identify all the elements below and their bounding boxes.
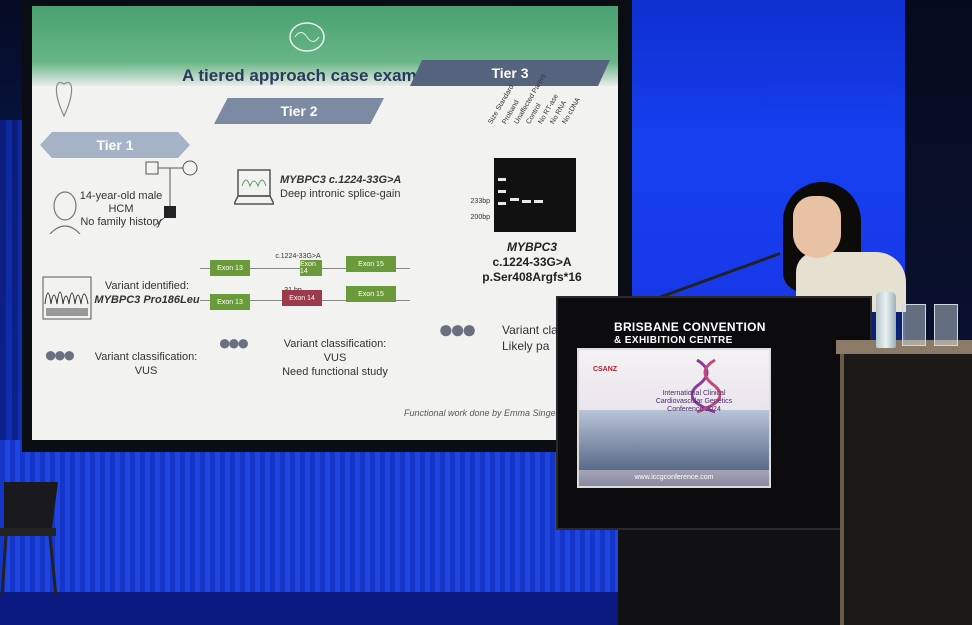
poster-title-line-1: International Clinical [662,390,726,397]
speaker-face [793,196,841,258]
people-icon: ●●● [44,342,76,367]
tier2-variant-desc: Deep intronic splice-gain [280,188,401,200]
gel-band [510,198,519,201]
podium-base [618,528,848,625]
people-icon: ●●● [218,330,250,355]
side-table [840,344,972,625]
tier-1-label: Tier 1 [40,132,190,158]
pedigree-icon [145,160,198,227]
conference-poster: CSANZ International Clinical Cardiovascu… [577,348,771,488]
variant-identified-label: Variant identified: [104,280,190,292]
gel-band [498,190,506,193]
exon-14-bottom: Exon 14 [282,290,322,306]
tier3-classification: Likely pa [502,339,550,353]
venue-name-line-2: & EXHIBITION CENTRE [614,335,733,346]
tier2-classification-note: Need functional study [282,366,388,378]
slide-title: A tiered approach case example [182,66,442,85]
poster-url: www.iccgconference.com [634,474,714,481]
chair [0,482,58,597]
presentation-slide: A tiered approach case example Tier 1 Ti… [32,6,618,440]
water-glass [902,304,926,346]
tier2-classification-label: Variant classification: [283,338,387,350]
tier3-gene: MYBPC3 [506,240,557,254]
stage-curtain [0,440,620,600]
water-glass [934,304,958,346]
patient-age: 14-year-old male [79,190,163,202]
gel-marker-200bp: 200bp [470,214,490,221]
patient-face-icon [49,191,81,234]
splice-label: c.1224-33G>A [275,253,321,260]
gel-marker-233bp: 233bp [470,198,490,205]
exon-14-top: Exon 14 [300,260,322,276]
poster-org: CSANZ [592,366,618,373]
tier2-variant: MYBPC3 c.1224-33G>A [280,174,402,186]
exon-13-top: Exon 13 [210,260,250,276]
laptop-icon [234,169,274,205]
tier3-classification-label: Variant cla [502,323,558,337]
slide-credit: Functional work done by Emma Singer and … [404,408,585,418]
tier-2-label: Tier 2 [214,98,384,124]
water-bottle [876,292,896,348]
gel-band [498,178,506,181]
venue-name-line-1: BRISBANE CONVENTION [614,320,766,334]
patient-diagnosis: HCM [108,203,134,215]
tier3-protein: p.Ser408Argfs*16 [482,270,582,284]
patient-history: No family history [80,216,162,228]
tier2-classification: VUS [323,352,347,364]
tier1-classification-label: Variant classification: [94,351,198,363]
city-skyline [579,410,769,470]
side-table-top [836,340,972,354]
gel-band [534,200,543,203]
tier1-classification: VUS [134,365,158,377]
poster-title-line-3: Conference 2024 [667,406,721,413]
gel-band [522,200,531,203]
gel-image [494,158,576,232]
exon-15-bottom: Exon 15 [346,286,396,302]
exon-13-bottom: Exon 13 [210,294,250,310]
dna-helix-icon [691,358,721,414]
tier-3-label: Tier 3 [410,60,610,86]
heart-icon [55,81,73,118]
people-icon: ●●● [438,314,477,344]
exon-15-top: Exon 15 [346,256,396,272]
blue-backdrop [632,0,907,300]
poster-title-line-2: Cardiovascular Genetics [655,398,733,405]
sequencing-trace-icon [42,276,92,320]
brain-icon [289,22,325,52]
gel-band [498,202,506,205]
variant-identified: MYBPC3 Pro186Leu [94,294,200,306]
tier3-cdna: c.1224-33G>A [492,255,572,269]
